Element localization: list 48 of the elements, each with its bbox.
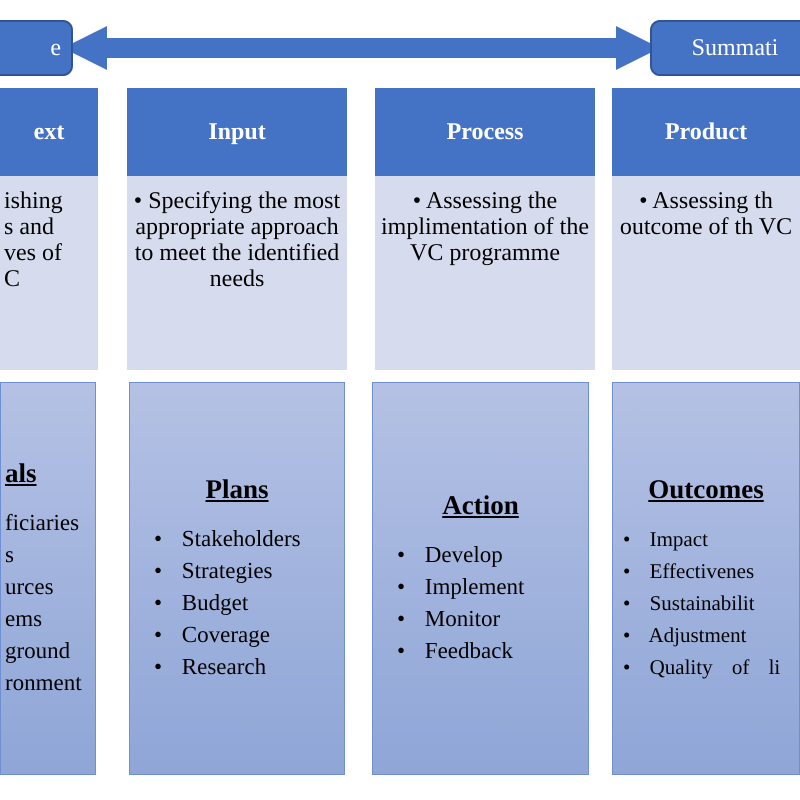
section-heading: Outcomes xyxy=(647,474,765,505)
bullet-item: ronment xyxy=(5,669,83,697)
content-box xyxy=(612,382,800,775)
bullet-item: s xyxy=(5,541,15,569)
content-box xyxy=(0,382,96,775)
content-box xyxy=(372,382,589,775)
bullet-item: • Strategies xyxy=(154,557,274,585)
column-heading: Process xyxy=(446,118,524,146)
bullet-item: • Budget xyxy=(154,589,250,617)
bullet-item: • Effectivenes xyxy=(623,558,756,585)
bullet-item: ficiaries xyxy=(5,509,80,537)
stage-label: Summati xyxy=(692,34,778,62)
bullet-item: • Impact xyxy=(623,526,709,553)
stage-box xyxy=(0,20,73,76)
bullet-text: • Assessing the implimentation of the VC programme xyxy=(381,188,589,266)
bullet-item: • Stakeholders xyxy=(154,525,302,553)
column-heading: Product xyxy=(664,118,748,146)
bullet-item: ems xyxy=(5,605,44,633)
description-box xyxy=(612,176,800,370)
content-box xyxy=(129,382,345,775)
column-heading: Input xyxy=(208,118,266,146)
section-heading: Action xyxy=(441,490,520,521)
stage-box xyxy=(650,20,800,76)
bullet-item: ground xyxy=(5,637,72,665)
header-box xyxy=(0,88,98,176)
description-box xyxy=(0,176,98,370)
bullet-item: • Quality of li xyxy=(623,654,782,681)
section-heading: Plans xyxy=(204,474,270,505)
stage-label: e xyxy=(50,34,61,62)
description-text: ishing s and ves of C xyxy=(3,188,64,292)
bullet-item: • Implement xyxy=(397,573,526,601)
bullet-item: • Develop xyxy=(397,541,504,569)
bullet-item: urces xyxy=(5,573,55,601)
header-box xyxy=(612,88,800,176)
column-heading: ext xyxy=(34,118,64,146)
bullet-text: • Assessing th outcome of th VC xyxy=(618,188,794,240)
bullet-item: • Coverage xyxy=(154,621,271,649)
description-box xyxy=(375,176,595,370)
description-box xyxy=(127,176,347,370)
bullet-item: • Research xyxy=(154,653,268,681)
bullet-item: • Sustainabilit xyxy=(623,590,756,617)
header-box xyxy=(127,88,347,176)
bullet-item: • Adjustment xyxy=(623,622,748,649)
bullet-item: • Feedback xyxy=(397,637,514,665)
bullet-text: • Specifying the most appropriate approach to meet the identified needs xyxy=(133,188,341,292)
bullet-item: • Monitor xyxy=(397,605,502,633)
section-heading: als xyxy=(4,458,38,489)
header-box xyxy=(375,88,595,176)
